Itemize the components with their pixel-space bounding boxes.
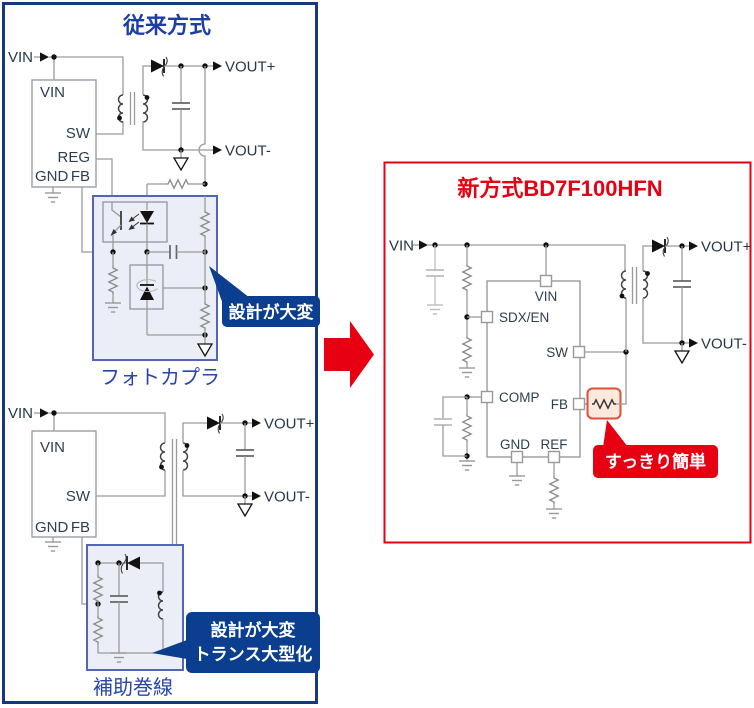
transition-arrow-icon [324,321,374,388]
new-method-panel-border [383,161,752,544]
shunt-regulator-symbol [129,252,164,335]
c1-pin-gnd: GND [35,168,69,185]
r-pin-sdxen-label: SDX/EN [499,310,549,325]
conventional-title: 従来方式 [122,13,211,38]
callout-design-difficult: 設計が大変 [209,266,320,327]
c1-voutp-label: VOUT+ [225,59,276,76]
c2-ic-box [31,430,97,538]
r-pin-fb-square [572,397,586,411]
c2-pin-fb: FB [71,519,90,536]
new-method-panel: 新方式BD7F100HFN VIN [383,161,752,544]
aux-winding-block-label: 補助巻線 [93,676,173,699]
fb-resistor-highlight [586,387,622,420]
r-pin-vin-square [539,274,553,288]
c1-pin-reg: REG [57,149,90,166]
r-pin-comp-label: COMP [499,390,540,405]
c1-pin-sw: SW [66,125,91,142]
c2-vin-label: VIN [8,405,33,422]
callout2-line1: 設計が大変 [211,620,296,640]
c1-transformer [117,92,150,125]
photocoupler-symbol [102,201,168,252]
r-pin-sw-label: SW [546,345,568,360]
callout-simple: すっきり簡単 [593,420,718,478]
conventional-panel: 従来方式 VIN VIN SW REG GND FB [2,2,320,704]
c1-voutm-label: VOUT- [225,143,271,160]
callout-simple-text: すっきり簡単 [605,452,706,472]
photocoupler-block-box [92,195,218,361]
c1-pin-fb: FB [71,168,90,185]
r-pin-ref-label: REF [541,437,568,452]
r-vin-label: VIN [389,238,414,255]
r-voutp-label: VOUT+ [701,239,752,256]
c1-pin-vin: VIN [40,84,65,101]
r-pin-ref-square [547,450,561,464]
r-pin-gnd-label: GND [500,437,530,452]
r-voutm-label: VOUT- [701,336,747,353]
r-pin-comp-square [480,390,494,404]
r-pin-sw-square [572,345,586,359]
r-pin-vin-label: VIN [535,289,558,304]
c1-vin-label: VIN [8,49,33,66]
r-pin-fb-label: FB [551,397,568,412]
r-pin-gnd-square [510,450,524,464]
callout2-line2: トランス大型化 [194,644,313,664]
r-ic-box [486,280,581,458]
callout-design-difficult-text: 設計が大変 [229,302,314,322]
callout-design-difficult-transformer: 設計が大変 トランス大型化 [152,612,320,673]
photocoupler-circuit: VIN VIN SW REG GND FB [8,49,276,389]
input-cap-branch [425,245,445,315]
r-pin-sdxen-square [480,310,494,324]
c2-voutm-label: VOUT- [264,489,310,506]
photocoupler-block-label: フォトカプラ [100,367,220,389]
c2-pin-gnd: GND [35,519,69,536]
new-method-title: 新方式BD7F100HFN [457,176,662,201]
c2-pin-sw: SW [66,488,91,505]
c2-voutp-label: VOUT+ [264,416,315,433]
new-method-circuit: VIN VIN [389,236,752,519]
c2-pin-vin: VIN [40,439,65,456]
r-transformer [619,267,650,304]
